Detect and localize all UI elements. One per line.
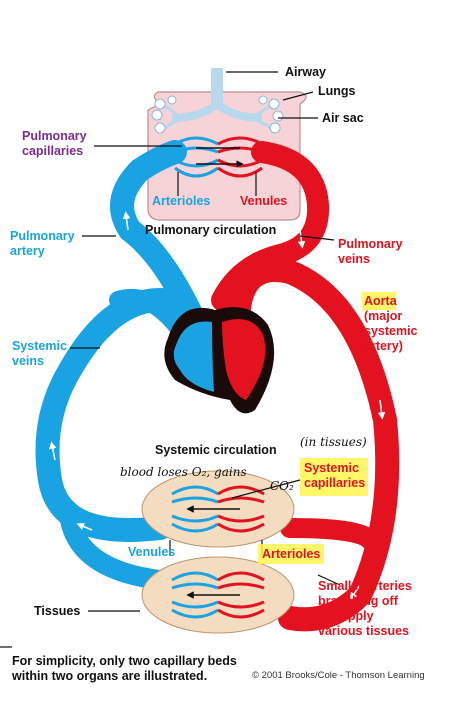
aorta-label: Aorta (major systemic artery) xyxy=(364,294,421,353)
pulmonary-veins-label: Pulmonary veins xyxy=(338,237,406,266)
venules-bottom-label: Venules xyxy=(128,545,175,559)
air-sacs xyxy=(151,95,284,134)
aorta xyxy=(226,258,400,632)
handwritten-in-tissues: (in tissues) xyxy=(300,435,367,449)
lungs-label: Lungs xyxy=(318,84,356,98)
footer: For simplicity, only two capillary beds … xyxy=(0,646,425,683)
pulmonary-capillary-bed xyxy=(174,136,263,178)
copyright: © 2001 Brooks/Cole - Thomson Learning xyxy=(252,670,425,681)
heart-left-side xyxy=(222,318,266,400)
tissues-label: Tissues xyxy=(34,604,80,618)
footnote: For simplicity, only two capillary beds … xyxy=(11,654,240,683)
highlights xyxy=(258,292,396,564)
venules-top-label: Venules xyxy=(240,194,287,208)
systemic-capillary-bed-top xyxy=(171,485,265,533)
pulmonary-circulation-label: Pulmonary circulation xyxy=(145,223,276,237)
systemic-veins-label: Systemic veins xyxy=(12,339,70,368)
handwritten-notes: (in tissues) blood loses O₂, gains CO₂ xyxy=(120,435,367,493)
labels: Airway Lungs Air sac Pulmonary capillari… xyxy=(10,65,421,638)
arterioles-bottom-label: Arterioles xyxy=(262,547,320,561)
systemic-circulation-label: Systemic circulation xyxy=(155,443,277,457)
heart xyxy=(164,307,275,414)
handwritten-co2: CO₂ xyxy=(270,479,294,493)
smaller-arteries-label: Smaller arteries branching off to supply… xyxy=(318,579,415,638)
handwritten-blood-loses: blood loses O₂, gains xyxy=(120,465,247,479)
arterioles-top-label: Arterioles xyxy=(152,194,210,208)
systemic-veins xyxy=(35,287,212,590)
air-sac-label: Air sac xyxy=(322,111,364,125)
airway-tube xyxy=(163,68,273,130)
pulmonary-capillaries-label: Pulmonary capillaries xyxy=(22,129,90,158)
pulmonary-artery-label: Pulmonary artery xyxy=(10,229,78,258)
airway-label: Airway xyxy=(285,65,326,79)
lungs xyxy=(147,68,307,221)
systemic-capillaries-label: Systemic capillaries xyxy=(304,461,365,490)
flow-arrows xyxy=(49,211,386,601)
heart-right-side xyxy=(173,321,214,392)
systemic-capillary-bed-bottom xyxy=(171,571,265,619)
